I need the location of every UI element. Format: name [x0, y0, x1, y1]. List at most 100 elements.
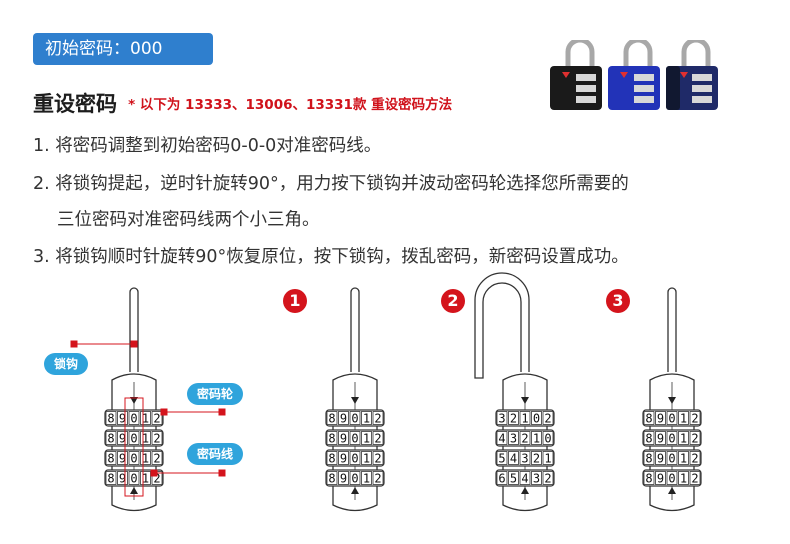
- wheel-digit[interactable]: 3: [521, 452, 528, 466]
- wheel-digit[interactable]: 9: [340, 412, 347, 426]
- wheel-digit[interactable]: 2: [544, 472, 551, 486]
- wheel-digit[interactable]: 9: [657, 432, 664, 446]
- wheel-digit[interactable]: 1: [142, 432, 149, 446]
- wheel-digit[interactable]: 9: [340, 472, 347, 486]
- wheel-digit[interactable]: 0: [544, 432, 551, 446]
- wheel-digit[interactable]: 8: [328, 472, 335, 486]
- wheel-digit[interactable]: 3: [498, 412, 505, 426]
- page-title: 重设密码: [33, 92, 117, 116]
- navy-lock-image: [666, 40, 718, 110]
- wheel-digit[interactable]: 0: [130, 472, 137, 486]
- wheel-digit[interactable]: 3: [533, 472, 540, 486]
- wheel-digit[interactable]: 4: [510, 452, 517, 466]
- wheel-digit[interactable]: 9: [119, 452, 126, 466]
- wheel-digit[interactable]: 2: [153, 472, 160, 486]
- wheel-digit[interactable]: 1: [363, 472, 370, 486]
- wheel-digit[interactable]: 2: [153, 412, 160, 426]
- wheel-digit[interactable]: 2: [691, 472, 698, 486]
- black-lock-image: [550, 40, 602, 110]
- blue-lock-image: [608, 40, 660, 110]
- line-callout: 密码线: [187, 443, 244, 465]
- wheel-digit[interactable]: 1: [680, 432, 687, 446]
- wheel-digit[interactable]: 0: [668, 412, 675, 426]
- wheel-digit[interactable]: 2: [521, 432, 528, 446]
- wheel-digit[interactable]: 1: [680, 412, 687, 426]
- wheel-digit[interactable]: 1: [533, 432, 540, 446]
- wheel-digit[interactable]: 2: [691, 452, 698, 466]
- wheel-digit[interactable]: 9: [119, 432, 126, 446]
- wheel-digit[interactable]: 4: [521, 472, 528, 486]
- heading-row: 重设密码 * 以下为 13333、13006、13331款 重设密码方法: [33, 88, 452, 118]
- wheel-digit[interactable]: 2: [153, 432, 160, 446]
- wheel-digit[interactable]: 8: [328, 412, 335, 426]
- wheel-digit[interactable]: 1: [680, 472, 687, 486]
- wheel-digit[interactable]: 2: [374, 472, 381, 486]
- stage-3-number: 3: [606, 289, 630, 313]
- wheel-digit[interactable]: 1: [142, 452, 149, 466]
- lock-photo: [550, 40, 718, 110]
- initial-password-badge: 初始密码：000: [33, 33, 213, 65]
- wheel-digit[interactable]: 8: [645, 412, 652, 426]
- wheel-digit[interactable]: 6: [498, 472, 505, 486]
- step-1: 1. 将密码调整到初始密码0-0-0对准密码线。: [33, 136, 382, 156]
- wheel-digit[interactable]: 2: [691, 432, 698, 446]
- wheel-digit[interactable]: 0: [130, 432, 137, 446]
- wheel-digit[interactable]: 8: [645, 452, 652, 466]
- wheel-digit[interactable]: 8: [645, 472, 652, 486]
- wheel-digit[interactable]: 1: [363, 412, 370, 426]
- wheel-digit[interactable]: 0: [668, 432, 675, 446]
- wheel-digit[interactable]: 5: [498, 452, 505, 466]
- callout-leaders: [70, 340, 226, 497]
- wheel-digit[interactable]: 0: [130, 452, 137, 466]
- wheel-digit[interactable]: 0: [668, 472, 675, 486]
- wheel-digit[interactable]: 0: [351, 432, 358, 446]
- wheel-digit[interactable]: 2: [533, 452, 540, 466]
- step-2-continued: 三位密码对准密码线两个小三角。: [57, 210, 320, 230]
- wheel-digit[interactable]: 8: [107, 452, 114, 466]
- wheel-digit[interactable]: 2: [691, 412, 698, 426]
- wheel-digit[interactable]: 1: [142, 412, 149, 426]
- wheel-digit[interactable]: 1: [544, 452, 551, 466]
- wheel-digit[interactable]: 8: [107, 432, 114, 446]
- wheel-digit[interactable]: 8: [645, 432, 652, 446]
- wheel-digit[interactable]: 8: [328, 432, 335, 446]
- wheel-digit[interactable]: 0: [351, 472, 358, 486]
- wheel-digit[interactable]: 1: [142, 472, 149, 486]
- wheel-digit[interactable]: 1: [363, 452, 370, 466]
- wheel-digit[interactable]: 5: [510, 472, 517, 486]
- wheel-digit[interactable]: 9: [657, 412, 664, 426]
- wheel-digit[interactable]: 0: [668, 452, 675, 466]
- stage-2-number: 2: [441, 289, 465, 313]
- wheel-digit[interactable]: 2: [153, 452, 160, 466]
- wheel-digit[interactable]: 9: [340, 452, 347, 466]
- wheel-digit[interactable]: 9: [340, 432, 347, 446]
- wheel-digit[interactable]: 9: [657, 452, 664, 466]
- wheel-digit[interactable]: 1: [363, 432, 370, 446]
- wheel-digit[interactable]: 2: [374, 412, 381, 426]
- wheel-digit[interactable]: 1: [680, 452, 687, 466]
- wheel-digit[interactable]: 2: [544, 412, 551, 426]
- shackle-callout: 锁钩: [44, 353, 89, 375]
- wheel-digit[interactable]: 0: [130, 412, 137, 426]
- step-2: 2. 将锁钩提起，逆时针旋转90°，用力按下锁钩并波动密码轮选择您所需要的: [33, 174, 629, 194]
- wheel-callout: 密码轮: [187, 383, 244, 405]
- wheel-digit[interactable]: 9: [119, 472, 126, 486]
- wheel-digit[interactable]: 4: [498, 432, 505, 446]
- wheel-digit[interactable]: 1: [521, 412, 528, 426]
- wheel-digit[interactable]: 2: [374, 432, 381, 446]
- wheel-digit[interactable]: 0: [533, 412, 540, 426]
- wheel-digit[interactable]: 0: [351, 412, 358, 426]
- wheel-digit[interactable]: 8: [107, 472, 114, 486]
- wheel-digit[interactable]: 2: [510, 412, 517, 426]
- wheel-digit[interactable]: 2: [374, 452, 381, 466]
- wheel-digit[interactable]: 8: [107, 412, 114, 426]
- wheel-digit[interactable]: 9: [657, 472, 664, 486]
- wheel-digit[interactable]: 0: [351, 452, 358, 466]
- wheel-digit[interactable]: 9: [119, 412, 126, 426]
- wheel-digit[interactable]: 8: [328, 452, 335, 466]
- wheel-digit[interactable]: 3: [510, 432, 517, 446]
